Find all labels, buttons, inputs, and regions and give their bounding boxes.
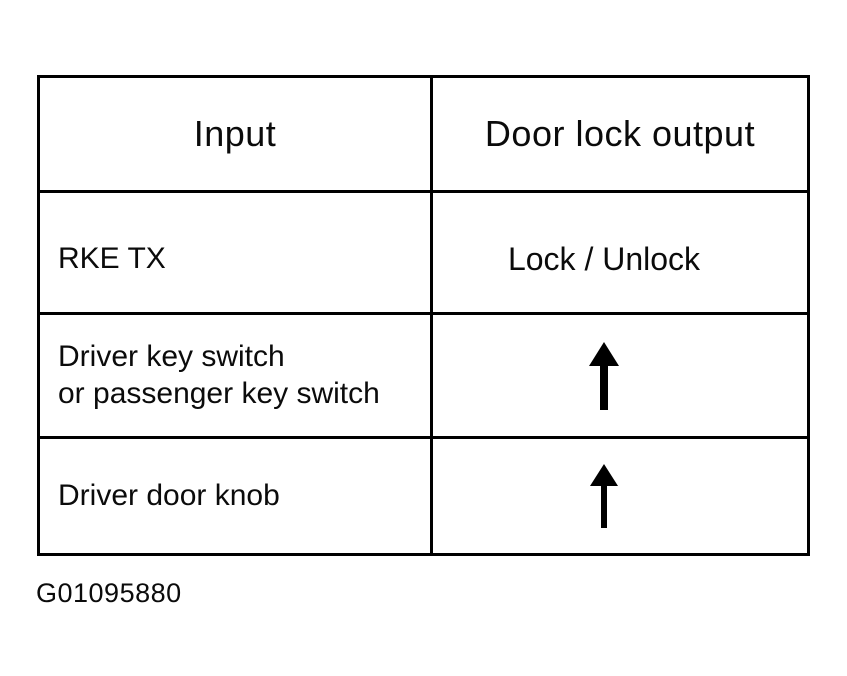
door-lock-logic-table: Input Door lock output RKE TX Lock / Unl… (37, 75, 810, 556)
header-cell-door-lock-output: Door lock output (433, 78, 807, 193)
table-row-door-knob-output-cell (433, 439, 807, 553)
table-row-key-switch-input-cell: Driver key switch or passenger key switc… (40, 315, 433, 439)
input-label-door-knob: Driver door knob (58, 478, 280, 512)
input-label-rke-tx: RKE TX (58, 242, 166, 276)
table-row-rke-tx-input-cell: RKE TX (40, 193, 433, 315)
up-arrow-icon (589, 341, 619, 410)
header-cell-input: Input (40, 78, 433, 193)
header-label-door-lock-output: Door lock output (484, 113, 756, 154)
figure-id-caption: G01095880 (36, 578, 182, 608)
input-label-key-switch: Driver key switch or passenger key switc… (58, 339, 380, 410)
table-row-rke-tx-output-cell: Lock / Unlock (433, 193, 807, 315)
header-label-input: Input (193, 113, 277, 154)
up-arrow-icon (590, 464, 618, 528)
table-row-door-knob-input-cell: Driver door knob (40, 439, 433, 553)
table-row-key-switch-output-cell (433, 315, 807, 439)
output-label-lock-unlock: Lock / Unlock (507, 241, 701, 277)
